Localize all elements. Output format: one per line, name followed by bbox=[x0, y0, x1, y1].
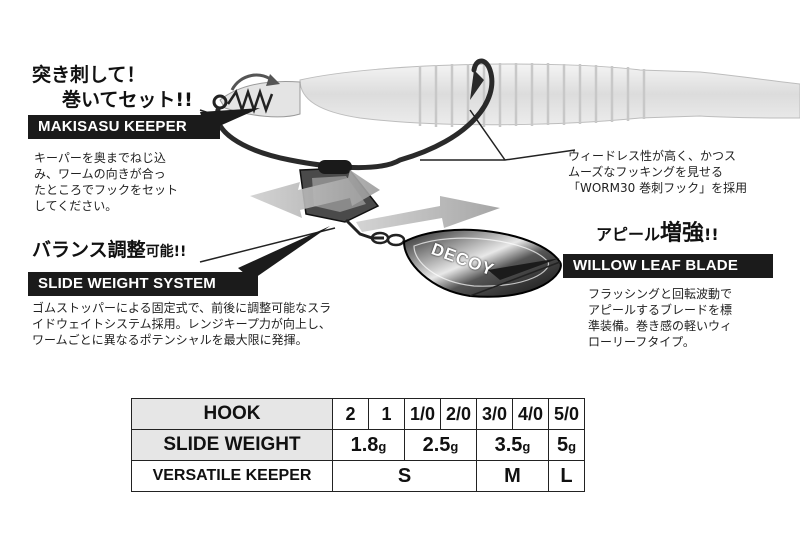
spec-row-keeper: VERSATILE KEEPER S M L bbox=[131, 460, 585, 492]
worm-body bbox=[299, 63, 800, 127]
slide-headline-suffix: 可能!! bbox=[145, 244, 187, 260]
versatile-keeper-label: VERSATILE KEEPER bbox=[131, 460, 333, 492]
slide-weight-banner: SLIDE WEIGHT SYSTEM bbox=[28, 272, 258, 296]
hook-size: 5/0 bbox=[548, 398, 585, 430]
keeper-headline-2: 巻いてセット!! bbox=[62, 89, 193, 111]
slide-weight-label: SLIDE WEIGHT bbox=[131, 429, 333, 461]
keeper-size: L bbox=[548, 460, 585, 492]
keeper-description: キーパーを奥までねじ込 み、ワームの向きが合っ たところでフックをセット してく… bbox=[34, 151, 179, 213]
keeper-size: S bbox=[332, 460, 477, 492]
spec-row-weight: SLIDE WEIGHT 1.8g 2.5g 3.5g 5g bbox=[131, 429, 585, 461]
makisasu-keeper-banner: MAKISASU KEEPER bbox=[28, 115, 220, 139]
slide-headline: バランス調整可能!! bbox=[32, 238, 186, 264]
weight-value: 1.8g bbox=[332, 429, 405, 461]
blade-description: フラッシングと回転波動で アピールするブレードを標 準装備。巻き感の軽いウィ ロ… bbox=[588, 287, 733, 349]
spec-row-hook: HOOK 2 1 1/0 2/0 3/0 4/0 5/0 bbox=[131, 398, 585, 430]
keeper-headline-1: 突き刺して！ bbox=[32, 64, 146, 86]
slide-description: ゴムストッパーによる固定式で、前後に調整可能なスラ イドウェイトシステム採用。レ… bbox=[32, 301, 332, 347]
blade-headline-big: 増強 bbox=[660, 221, 705, 246]
blade-headline-main: アピール bbox=[596, 225, 661, 244]
weight-value: 3.5g bbox=[476, 429, 549, 461]
weight-value: 2.5g bbox=[404, 429, 477, 461]
hook-size: 2/0 bbox=[440, 398, 477, 430]
keeper-size: M bbox=[476, 460, 549, 492]
hook-description: ウィードレス性が高く、かつス ムーズなフッキングを見せる 「WORM30 巻刺フ… bbox=[568, 149, 748, 195]
hook-size: 1 bbox=[368, 398, 405, 430]
hook-size: 1/0 bbox=[404, 398, 441, 430]
willow-blade bbox=[402, 228, 562, 298]
willow-leaf-blade-banner: WILLOW LEAF BLADE bbox=[563, 254, 773, 278]
blade-headline-suffix: !! bbox=[704, 225, 719, 244]
hook-size: 3/0 bbox=[476, 398, 513, 430]
hook-size: 2 bbox=[332, 398, 369, 430]
blade-headline: アピール増強!! bbox=[596, 222, 719, 247]
hook-label: HOOK bbox=[131, 398, 333, 430]
hook-size: 4/0 bbox=[512, 398, 549, 430]
slide-headline-main: バランス調整 bbox=[32, 239, 146, 261]
weight-value: 5g bbox=[548, 429, 585, 461]
spec-table: HOOK 2 1 1/0 2/0 3/0 4/0 5/0 SLIDE WEIGH… bbox=[131, 398, 585, 492]
